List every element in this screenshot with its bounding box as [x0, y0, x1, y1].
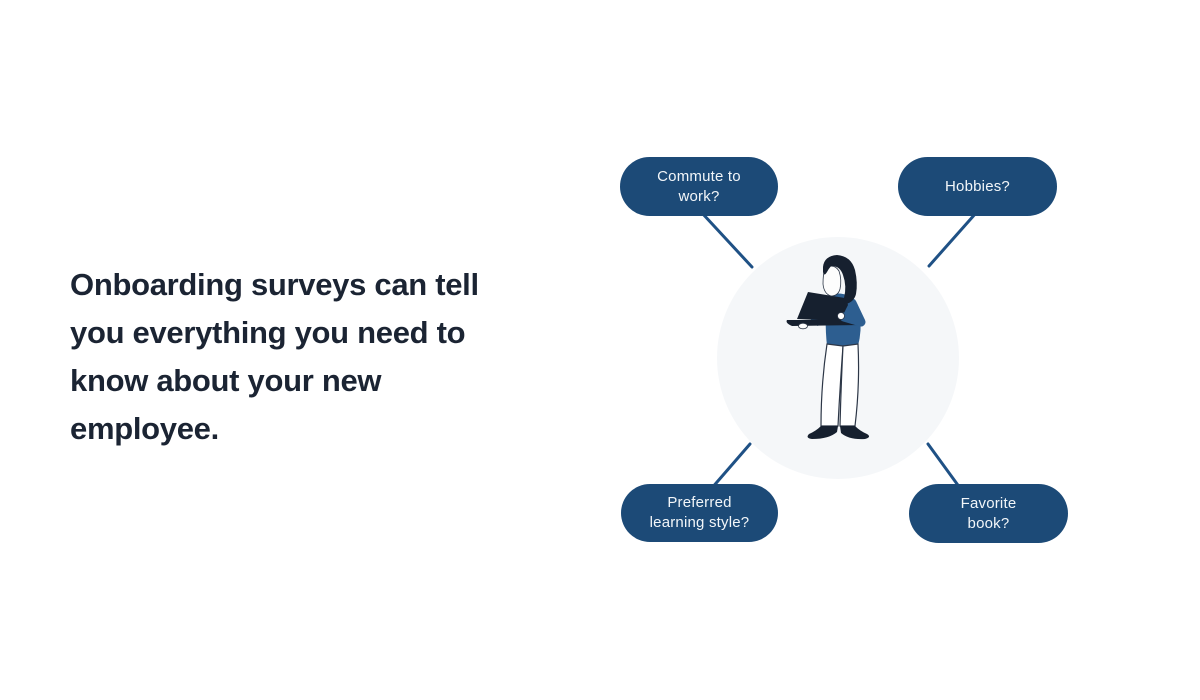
- woman-left-shoe: [807, 426, 838, 439]
- woman-hair: [823, 255, 857, 304]
- survey-question-favorite-book: Favorite book?: [909, 484, 1068, 543]
- woman-right-shoe: [840, 426, 870, 440]
- connector-top-left: [700, 211, 754, 269]
- woman-left-hand: [798, 322, 808, 330]
- woman-right-arm: [839, 298, 866, 327]
- connector-top-right: [927, 211, 978, 268]
- woman-right-leg: [839, 343, 860, 427]
- woman-right-hand: [837, 312, 845, 320]
- survey-question-commute-to-work: Commute to work?: [620, 157, 778, 216]
- woman-with-laptop-illustration: [786, 255, 870, 440]
- survey-question-hobbies: Hobbies?: [898, 157, 1057, 216]
- survey-question-preferred-learning-style: Preferred learning style?: [621, 484, 778, 542]
- laptop-screen-icon: [797, 292, 851, 321]
- connector-bottom-right: [926, 442, 962, 490]
- woman-face: [822, 265, 842, 297]
- page-title: Onboarding surveys can tell you everythi…: [70, 266, 479, 446]
- woman-hair-fringe: [823, 261, 836, 275]
- connector-lines: [700, 211, 978, 491]
- connector-bottom-left: [709, 442, 752, 491]
